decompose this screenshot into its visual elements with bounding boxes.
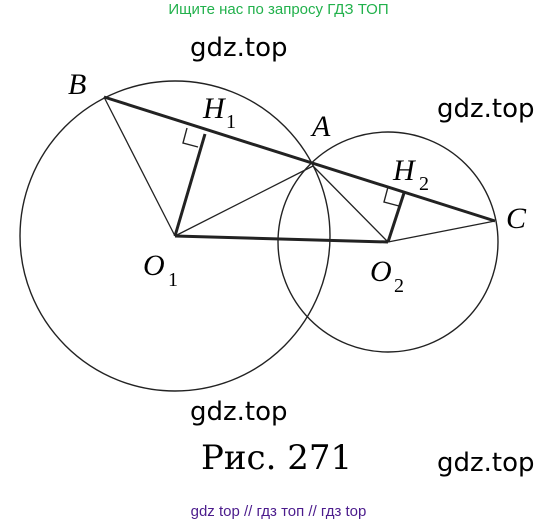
- watermark: gdz.top: [437, 448, 535, 478]
- watermark: gdz.top: [437, 94, 535, 124]
- segment-ao2: [312, 165, 389, 243]
- circle-o1: [19, 80, 331, 392]
- circle-o2: [277, 131, 499, 353]
- figure-caption: Рис. 271: [201, 438, 353, 478]
- perp-o1h1: [173, 133, 207, 237]
- right-angle-h2: [383, 186, 400, 207]
- label-h2-sub: 2: [419, 173, 429, 195]
- right-angle-h1: [182, 127, 199, 148]
- perp-o2h2: [386, 192, 406, 243]
- label-o2-sub: 2: [394, 275, 404, 297]
- label-h1-sub: 1: [226, 111, 236, 133]
- segment-bo1: [103, 96, 176, 237]
- label-o2: O: [370, 255, 392, 288]
- segment-o1a: [174, 165, 314, 237]
- watermark: gdz.top: [190, 397, 288, 427]
- footer-links[interactable]: gdz top // гдз топ // гдз top: [190, 503, 367, 520]
- label-c: C: [506, 202, 527, 235]
- label-o1: O: [143, 249, 165, 282]
- segment-o2c: [387, 220, 496, 243]
- geometry-figure: B A C H 1 H 2 O 1 O 2: [19, 68, 527, 392]
- line-o1o2: [174, 234, 389, 244]
- line-bc: [103, 95, 496, 223]
- label-h1: H: [202, 92, 227, 125]
- label-b: B: [68, 68, 86, 101]
- watermark: gdz.top: [190, 33, 288, 63]
- promo-banner[interactable]: Ищите нас по запросу ГДЗ ТОП: [168, 1, 389, 18]
- label-o1-sub: 1: [168, 269, 178, 291]
- label-a: A: [310, 110, 331, 143]
- label-h2: H: [392, 154, 417, 187]
